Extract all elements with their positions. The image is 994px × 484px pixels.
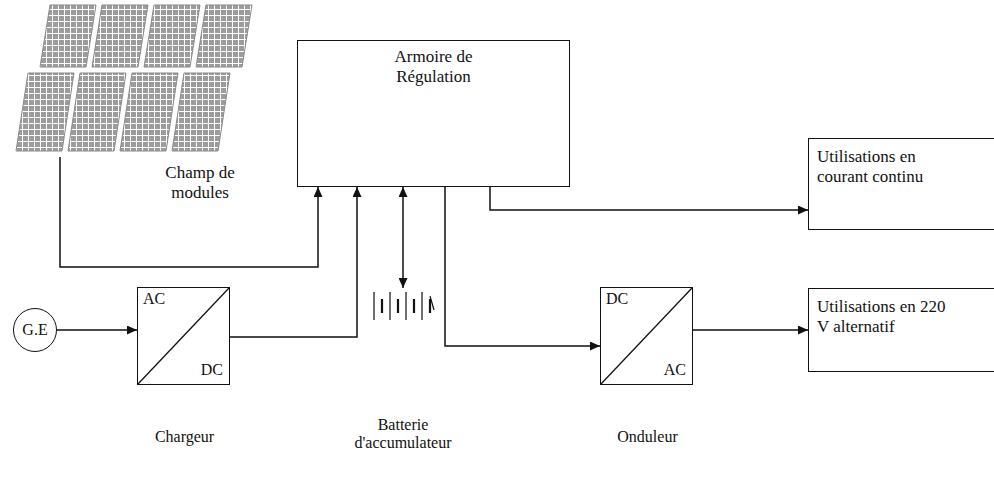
module-field: Champ de modules — [10, 3, 245, 155]
solar-panel — [172, 73, 230, 151]
ac-load-box: Utilisations en 220 V alternatif — [808, 288, 994, 372]
dc-load-box: Utilisations en courant continu — [808, 138, 994, 230]
battery-symbol: Batterie d'accumulateur — [370, 290, 436, 322]
ac-label: AC — [143, 290, 165, 308]
connector-arrow — [57, 329, 137, 331]
solar-panel — [68, 73, 126, 151]
cabinet-label: Armoire de Régulation — [379, 47, 489, 86]
solar-panel — [40, 5, 96, 67]
cell-plate — [413, 299, 415, 313]
charger-box: ACDCChargeur — [137, 287, 230, 385]
charger-label: Chargeur — [118, 428, 251, 446]
cell-plate — [381, 299, 383, 313]
ac-label: AC — [664, 361, 686, 379]
solar-panel — [144, 5, 200, 67]
load-label: Utilisations en 220 V alternatif — [817, 297, 947, 336]
inverter-label: Onduleur — [581, 428, 714, 446]
solar-panel — [120, 73, 178, 151]
connector-arrow — [490, 187, 808, 210]
cell-plate — [430, 296, 434, 310]
connector-arrow — [230, 187, 357, 337]
connector-arrow — [693, 329, 808, 331]
cell-plate — [373, 292, 374, 320]
cell-plate — [421, 292, 422, 320]
dc-label: DC — [606, 290, 628, 308]
inverter-box: DCACOnduleur — [600, 287, 693, 385]
cell-plate — [389, 292, 390, 320]
field-label: Champ de modules — [150, 163, 250, 202]
battery-cells — [370, 290, 436, 322]
load-label: Utilisations en courant continu — [817, 147, 947, 186]
cell-plate — [405, 292, 406, 320]
generator-circle: G.E — [13, 308, 57, 352]
battery-label: Batterie d'accumulateur — [343, 416, 463, 453]
control-cabinet: Armoire de Régulation — [297, 40, 570, 187]
cell-plate — [429, 299, 431, 313]
connector-arrow — [445, 187, 600, 346]
solar-panels — [10, 3, 245, 155]
dc-label: DC — [201, 361, 223, 379]
solar-panel — [16, 73, 74, 151]
connector-arrow — [402, 187, 404, 288]
generator-label: G.E — [22, 321, 47, 339]
diagonal-line — [138, 288, 229, 384]
solar-panel — [92, 5, 148, 67]
cell-plate — [397, 299, 399, 313]
solar-panel — [196, 5, 252, 67]
diagonal-line — [601, 288, 692, 384]
connector-arrow — [60, 157, 318, 267]
